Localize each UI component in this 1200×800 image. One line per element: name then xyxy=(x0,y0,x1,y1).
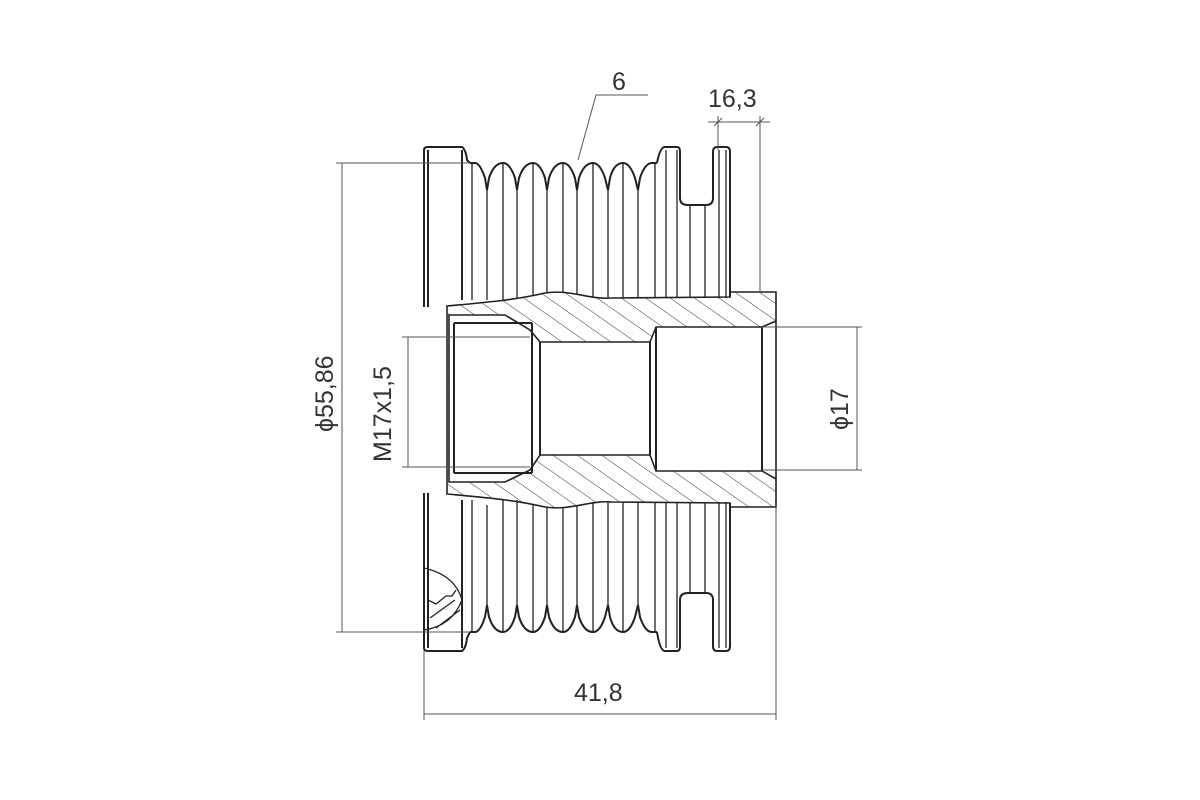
thread-bore xyxy=(453,322,763,474)
bore-diameter-dimension: ϕ17 xyxy=(762,326,862,471)
hatched-section xyxy=(446,291,777,509)
notch-detail xyxy=(423,567,463,631)
groove-count-label: 6 xyxy=(612,68,626,96)
poly-v-grooves xyxy=(470,161,657,634)
overall-length-dimension: 41,8 xyxy=(423,507,777,720)
right-rings xyxy=(656,146,731,652)
thread-dimension: M17x1,5 xyxy=(369,336,530,468)
outer-diameter-label: ϕ55,86 xyxy=(311,355,339,432)
left-flange xyxy=(423,146,471,652)
hub-length-dimension: 16,3 xyxy=(708,85,770,292)
hub-length-label: 16,3 xyxy=(708,85,757,113)
bore-diameter-label: ϕ17 xyxy=(826,388,854,430)
groove-count-dimension: 6 xyxy=(577,68,648,161)
overall-length-label: 41,8 xyxy=(574,679,623,707)
thread-label: M17x1,5 xyxy=(369,366,397,462)
outer-diameter-dimension: ϕ55,86 xyxy=(311,162,470,633)
